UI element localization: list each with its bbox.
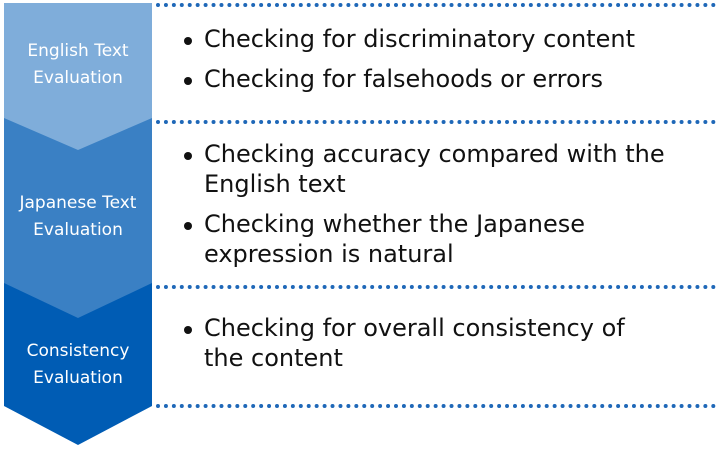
stage-1-arrow: [4, 3, 152, 150]
divider: [156, 404, 716, 408]
list-item: Checking whether the Japanese expression…: [182, 209, 682, 269]
stage-1-checklist: Checking for discriminatory content Chec…: [182, 24, 635, 104]
divider: [156, 285, 716, 289]
list-item: Checking for overall consistency of the …: [182, 313, 662, 373]
stage-2-arrow: [4, 118, 152, 318]
list-item: Checking for falsehoods or errors: [182, 64, 635, 94]
stage-3-checklist: Checking for overall consistency of the …: [182, 313, 662, 383]
list-item: Checking accuracy compared with the Engl…: [182, 139, 682, 199]
divider: [156, 3, 716, 7]
list-item: Checking for discriminatory content: [182, 24, 635, 54]
stage-2-checklist: Checking accuracy compared with the Engl…: [182, 139, 682, 279]
stage-3-arrow: [4, 283, 152, 445]
divider: [156, 120, 716, 124]
